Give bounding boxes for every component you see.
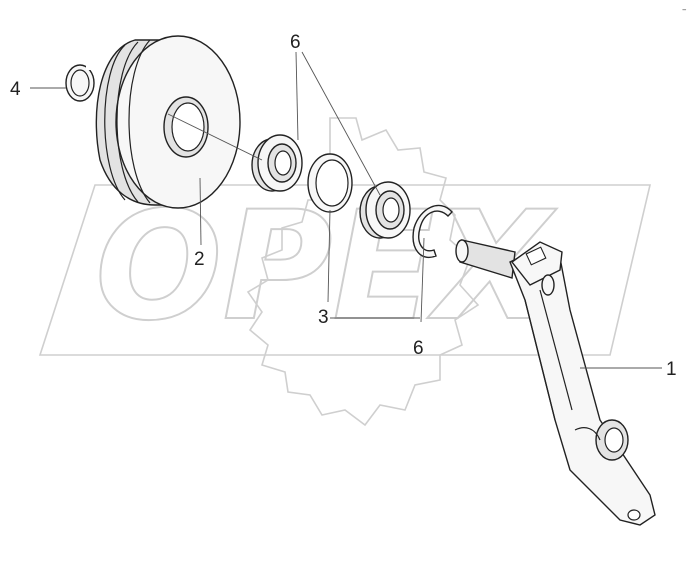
bearing-part-upper xyxy=(251,134,303,192)
callout-labels: 4 6 2 3 6 1 – xyxy=(10,5,687,380)
pulley-bore-hole xyxy=(171,102,205,152)
bearing-part-lower xyxy=(359,181,411,239)
retaining-ring-gap xyxy=(86,64,94,70)
pulley-groove-1 xyxy=(104,44,126,201)
callout-label-2: 2 xyxy=(194,249,205,270)
pulley-groove-2 xyxy=(116,41,139,203)
callout-label-4: 4 xyxy=(10,79,21,100)
callout-label-1: 1 xyxy=(666,359,677,380)
callout-label-6-top: 6 xyxy=(290,32,301,53)
lever-arm-edge-2 xyxy=(539,289,573,411)
corner-mark: – xyxy=(682,5,687,15)
lever-arm-part xyxy=(455,239,656,526)
leader-6-upper-b xyxy=(301,51,381,196)
lever-arm-bushing-bore xyxy=(604,427,624,453)
leader-6-upper-a xyxy=(295,51,299,141)
leader-lines xyxy=(30,51,662,369)
spacer-ring-part xyxy=(307,153,353,213)
leader-pulley-axis xyxy=(167,113,263,161)
pulley-groove-3 xyxy=(128,39,151,204)
retaining-ring-part xyxy=(65,64,95,102)
lever-arm-collar xyxy=(574,427,601,441)
snap-ring xyxy=(412,204,453,259)
bearing-lower-bore xyxy=(382,197,400,223)
lever-arm-slot xyxy=(525,246,547,266)
lever-arm-pin xyxy=(541,274,555,296)
leader-2 xyxy=(199,177,202,246)
leader-6-lower xyxy=(420,237,425,323)
snap-ring-part xyxy=(412,204,453,259)
callout-label-3: 3 xyxy=(318,307,329,328)
pulley-part xyxy=(95,35,241,209)
bearing-upper-bore xyxy=(274,150,292,176)
leader-3 xyxy=(327,209,331,303)
lever-arm-edge-1 xyxy=(524,299,556,421)
retaining-ring-inner xyxy=(70,69,90,97)
watermark-gear-outline xyxy=(246,117,480,427)
spacer-ring-inner xyxy=(315,159,349,207)
watermark-banner xyxy=(38,184,652,356)
callout-label-6-bottom: 6 xyxy=(413,338,424,359)
lever-arm-body xyxy=(509,244,656,526)
lever-arm-shaft-end xyxy=(455,239,469,263)
lever-arm-head xyxy=(510,241,563,286)
lever-arm-end-hole xyxy=(627,509,641,521)
